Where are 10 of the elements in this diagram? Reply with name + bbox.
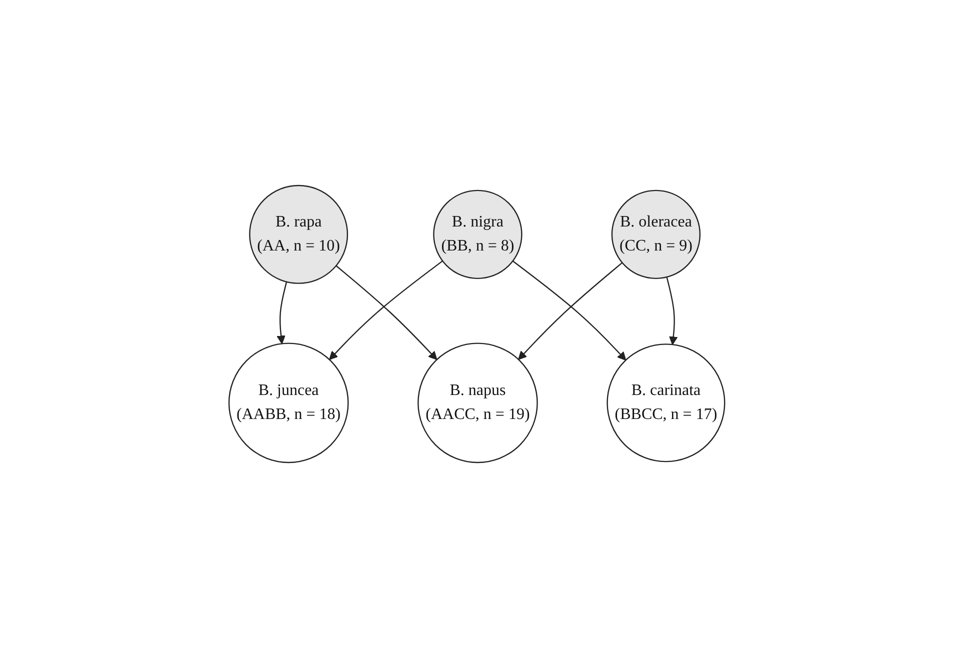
node-circle: B. juncea (AABB, n = 18) <box>228 342 348 463</box>
node-circle: B. rapa (AA, n = 10) <box>248 184 348 284</box>
arrow <box>276 281 287 344</box>
arrow <box>666 276 678 344</box>
arrow <box>335 264 437 360</box>
node-circle: B. carinata (BBCC, n = 17) <box>606 343 725 462</box>
node-circle: B. napus (AACC, n = 19) <box>417 342 538 463</box>
arrow <box>328 260 443 360</box>
node-circle: B. oleracea (CC, n = 9) <box>611 189 700 279</box>
node-circle: B. nigra (BB, n = 8) <box>432 189 522 279</box>
